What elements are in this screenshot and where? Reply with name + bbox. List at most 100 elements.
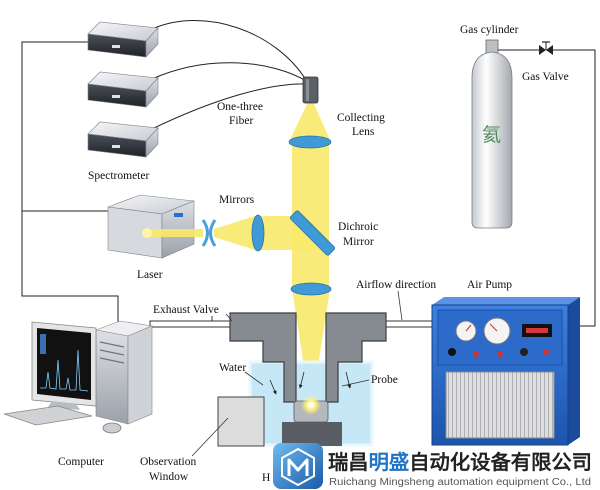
screen-spectrum [40, 349, 89, 392]
mirror-left [201, 219, 209, 247]
sample-and-plasma [293, 395, 329, 423]
spectrometer-3 [87, 121, 159, 158]
label-dichroic-line1: Dichroic [338, 221, 378, 233]
monitor-screen [37, 328, 91, 400]
company-name-en: Ruichang Mingsheng automation equipment … [329, 477, 591, 488]
cylinder-body [471, 51, 513, 229]
logo-m-shape [287, 458, 309, 476]
fiber-connector-highlight [306, 79, 309, 101]
knob-icon [448, 348, 456, 356]
probe-leader [341, 379, 370, 387]
company-name-cn-suffix: 自动化设备有限公司 [409, 450, 592, 474]
gauge-needle [489, 323, 498, 332]
label-air-pump: Air Pump [467, 279, 512, 291]
probe-body [229, 312, 387, 403]
plasma-core [308, 402, 314, 408]
label-laser: Laser [137, 269, 163, 281]
beam-fiber-cone [289, 102, 331, 142]
beam-from-laser [147, 229, 203, 237]
label-spectrometer: Spectrometer [88, 170, 149, 182]
logo-hexagon [281, 447, 315, 487]
exhaust-pipe [149, 320, 233, 328]
label-observation-line2: Window [149, 471, 189, 483]
company-name-cn-highlight: 明盛 [369, 450, 410, 474]
knob-icon [473, 351, 479, 357]
computer [3, 320, 154, 434]
laser-emission-glow [142, 228, 152, 238]
water-flow-arrows [269, 371, 352, 395]
fiber-head [302, 76, 319, 104]
optics [251, 135, 336, 296]
mirror-pair [201, 219, 217, 247]
mouse [102, 422, 122, 434]
label-fiber-line2: Fiber [229, 115, 253, 127]
spectrometers [87, 21, 159, 158]
label-collecting-lens-line2: Lens [352, 126, 375, 138]
spectrometer-end [145, 127, 159, 158]
collecting-lens [288, 135, 332, 149]
spectrometer-1 [87, 21, 159, 58]
pump-side [568, 297, 580, 445]
company-name-cn: 瑞昌明盛自动化设备有限公司 [328, 450, 592, 474]
gas-pipe [498, 49, 596, 327]
spectrometer-logo [112, 45, 120, 48]
fiber-2 [151, 62, 309, 83]
fiber-3 [151, 83, 311, 130]
company-watermark: 瑞昌明盛自动化设备有限公司 Ruichang Mingsheng automat… [273, 443, 592, 489]
spectrometer-end [145, 77, 159, 108]
air-pump [431, 297, 580, 446]
laser-badge [174, 213, 183, 217]
observation-window [217, 396, 265, 447]
signal-cables [21, 41, 119, 330]
water-leader [244, 371, 264, 386]
leader-lines [191, 290, 403, 457]
gas-line [498, 41, 596, 327]
probe-body-right [325, 312, 387, 403]
probe-body-left [229, 312, 297, 403]
label-airflow-direction: Airflow direction [356, 279, 436, 291]
flow-arrow [345, 371, 352, 389]
labels: Gas cylinder Gas Valve One-three Fiber C… [58, 24, 569, 484]
label-dichroic-line2: Mirror [343, 236, 374, 248]
beam-focus-cone [292, 289, 330, 405]
cylinder-marking: 氦 [482, 124, 501, 146]
label-exhaust-valve: Exhaust Valve [153, 304, 219, 316]
pump-grille [445, 371, 555, 439]
label-fiber-line1: One-three [217, 101, 263, 113]
label-probe: Probe [371, 374, 398, 386]
company-name-cn-prefix: 瑞昌 [328, 450, 369, 474]
drive-bay [99, 341, 125, 348]
screen-sidebar [40, 334, 46, 354]
keyboard [3, 405, 93, 426]
flow-arrow [298, 371, 305, 389]
label-partial-h: H [262, 472, 270, 484]
knob-icon [520, 348, 528, 356]
knob-icon [543, 349, 549, 355]
spectrometer-logo [112, 95, 120, 98]
label-mirrors: Mirrors [219, 194, 255, 206]
airflow-leader [397, 290, 403, 321]
spectrometer-2 [87, 71, 159, 108]
spectrometer-logo [112, 145, 120, 148]
gas-cylinder: 氦 [471, 39, 513, 229]
flow-arrow [269, 379, 277, 395]
label-gas-cylinder: Gas cylinder [460, 24, 519, 36]
observation-window-leader [191, 417, 229, 457]
spectrometer-end [145, 27, 159, 58]
air-inlet-pipe [383, 320, 435, 328]
tank-base [282, 422, 342, 446]
label-gas-valve: Gas Valve [522, 71, 569, 83]
label-collecting-lens-line1: Collecting [337, 112, 385, 124]
beam-expanded [214, 215, 258, 251]
drive-bay [99, 349, 125, 356]
drive-bay [99, 357, 125, 364]
pc-tower-side [127, 325, 153, 425]
dichroic-mirror [289, 210, 336, 256]
cable-computer-spectrometer [21, 41, 119, 330]
pump-top [432, 297, 580, 305]
beam-expander-lens [251, 214, 265, 252]
display-segment [526, 328, 548, 333]
exhaust-valve-leader [225, 313, 233, 322]
label-computer: Computer [58, 456, 104, 468]
